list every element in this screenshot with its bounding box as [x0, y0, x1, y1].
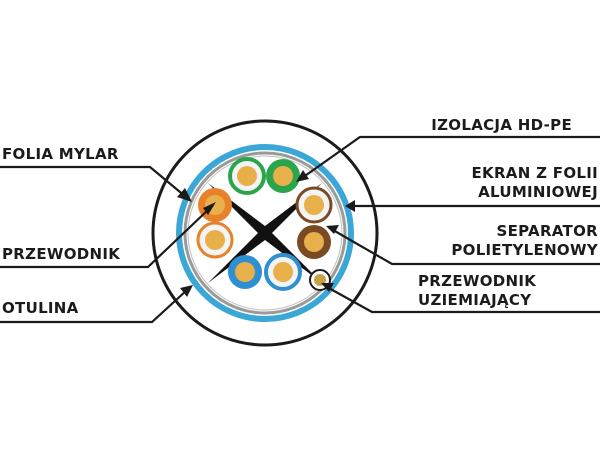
label-ekran: EKRAN Z FOLII ALUMINIOWEJ — [471, 164, 598, 202]
arrowhead-izolacja — [296, 170, 309, 182]
leader-uziemiajacy — [326, 286, 600, 314]
label-izolacja: IZOLACJA HD-PE — [431, 116, 572, 134]
arrowhead-otulina — [180, 285, 193, 297]
leader-izolacja — [301, 135, 600, 179]
conductor-brown-white — [295, 186, 333, 224]
conductor-blue — [228, 255, 262, 289]
label-ekran-line2: ALUMINIOWEJ — [478, 183, 598, 201]
label-folia-mylar: FOLIA MYLAR — [2, 145, 119, 163]
label-otulina: OTULINA — [2, 299, 79, 317]
label-ekran-line1: EKRAN Z FOLII — [471, 164, 598, 182]
conductor-green — [266, 159, 300, 193]
conductor-green-white — [228, 157, 266, 195]
conductor-orange-white — [196, 221, 234, 259]
leader-separator — [332, 229, 600, 266]
conductor-blue-white — [264, 253, 302, 291]
label-przewodnik: PRZEWODNIK — [2, 245, 121, 263]
label-uziemiajacy-line2: UZIEMIAJĄCY — [418, 291, 532, 309]
label-uziemiajacy-line1: PRZEWODNIK — [418, 272, 537, 290]
leader-folia-mylar — [0, 165, 187, 198]
label-separator-line2: POLIETYLENOWY — [451, 241, 598, 259]
arrowhead-przewodnik — [203, 202, 216, 215]
arrowhead-folia-mylar — [177, 188, 192, 202]
label-separator-line1: SEPARATOR — [496, 222, 598, 240]
leader-otulina — [0, 289, 188, 324]
arrowhead-uziemiajacy — [321, 283, 334, 292]
label-separator: SEPARATOR POLIETYLENOWY — [451, 222, 598, 260]
arrowheads — [177, 170, 355, 297]
leader-przewodnik — [0, 207, 211, 269]
conductor-brown — [297, 225, 331, 259]
label-uziemiajacy: PRZEWODNIK UZIEMIAJĄCY — [418, 272, 536, 310]
conductor-orange — [198, 188, 232, 222]
arrowhead-ekran — [345, 200, 355, 212]
arrowhead-separator — [326, 225, 339, 234]
leader-lines — [0, 135, 600, 324]
conductors — [196, 157, 333, 291]
